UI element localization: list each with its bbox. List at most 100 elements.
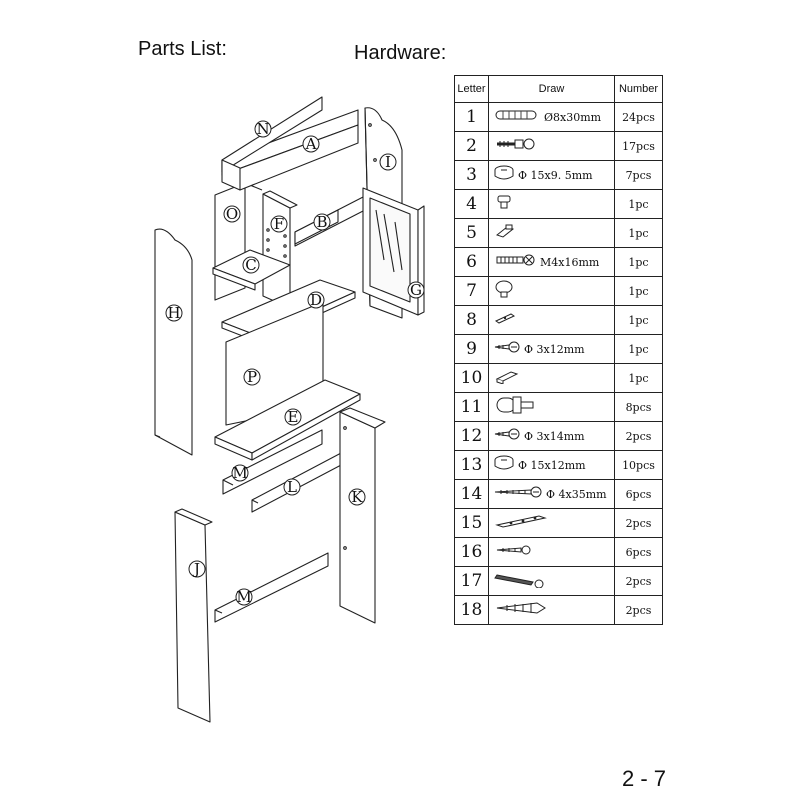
long-screw-icon: [493, 485, 543, 503]
hardware-count: 8pcs: [614, 392, 663, 422]
bolt-screw-icon: [493, 253, 537, 272]
hardware-count: 2pcs: [614, 508, 663, 538]
cam-bolt-icon: [493, 137, 537, 156]
hardware-count: 1pc: [614, 247, 663, 277]
knob-icon: [493, 279, 515, 304]
hardware-drawing: [488, 189, 615, 219]
hardware-count: 10pcs: [614, 450, 663, 480]
hardware-drawing: Φ 3x14mm: [488, 421, 615, 451]
part-label: E: [288, 408, 299, 426]
hardware-count: 24pcs: [614, 102, 663, 132]
hardware-spec: Φ 15x12mm: [518, 458, 586, 472]
angled-support-icon: [493, 223, 517, 244]
hardware-letter: 14: [454, 479, 489, 509]
hardware-count: 1pc: [614, 363, 663, 393]
part-label: H: [167, 304, 180, 322]
hardware-count: 6pcs: [614, 479, 663, 509]
part-label: P: [247, 368, 257, 386]
hardware-letter: 3: [454, 160, 489, 190]
part-label: O: [226, 205, 238, 223]
hardware-spec: Ø8x30mm: [544, 110, 602, 124]
hardware-drawing: Φ 4x35mm: [488, 479, 615, 509]
screw-icon: [493, 340, 521, 358]
hardware-letter: 9: [454, 334, 489, 364]
hardware-heading: Hardware:: [354, 42, 447, 64]
hardware-drawing: Φ 15x12mm: [488, 450, 615, 480]
hardware-drawing: [488, 392, 615, 422]
part-label: I: [385, 153, 391, 171]
column-header-letter: Letter: [454, 75, 489, 103]
column-header-number: Number: [614, 75, 663, 103]
panel-n-a: [221, 96, 359, 191]
shelf-support-icon: [493, 194, 515, 215]
hardware-letter: 1: [454, 102, 489, 132]
hardware-row: 13 Φ 15x12mm 10pcs: [454, 450, 663, 480]
hardware-drawing: Φ 3x12mm: [488, 334, 615, 364]
cam-lock-icon: [493, 164, 515, 187]
hardware-row: 5 1pc: [454, 218, 663, 248]
hardware-drawing: [488, 276, 615, 306]
hardware-letter: 11: [454, 392, 489, 422]
part-label: M: [236, 588, 251, 606]
hardware-spec: Φ 3x14mm: [524, 429, 585, 443]
catch-plate-icon: [493, 311, 517, 330]
hardware-letter: 12: [454, 421, 489, 451]
hardware-drawing: [488, 537, 615, 567]
magnetic-catch-icon: [493, 368, 521, 389]
hardware-row: 11 8pcs: [454, 392, 663, 422]
hardware-letter: 5: [454, 218, 489, 248]
column-header-draw: Draw: [488, 75, 615, 103]
hardware-row: 6 M4x16mm 1pc: [454, 247, 663, 277]
panel-k: [339, 407, 386, 624]
hardware-letter: 2: [454, 131, 489, 161]
panel-m-top: [222, 429, 323, 495]
parts-list-heading: Parts List:: [138, 38, 227, 60]
hardware-count: 1pc: [614, 276, 663, 306]
metal-bracket-icon: [493, 513, 549, 534]
part-label: B: [316, 213, 327, 231]
hardware-row: 1 Ø8x30mm 24pcs: [454, 102, 663, 132]
page-number: 2 - 7: [622, 766, 667, 791]
hardware-row: 2 17pcs: [454, 131, 663, 161]
panel-h: [154, 228, 193, 456]
panel-m-bottom: [214, 552, 329, 623]
hardware-count: 6pcs: [614, 537, 663, 567]
hardware-count: 1pc: [614, 218, 663, 248]
hardware-drawing: [488, 305, 615, 335]
hardware-letter: 6: [454, 247, 489, 277]
panel-f: [262, 190, 298, 309]
hardware-drawing: Ø8x30mm: [488, 102, 615, 132]
part-label: G: [410, 281, 422, 299]
hardware-drawing: [488, 595, 615, 625]
hardware-row: 8 1pc: [454, 305, 663, 335]
shelf-pin-icon: [493, 394, 537, 421]
hardware-count: 2pcs: [614, 595, 663, 625]
hardware-letter: 13: [454, 450, 489, 480]
part-label: J: [192, 560, 200, 578]
hardware-count: 1pc: [614, 305, 663, 335]
part-label: K: [351, 488, 363, 506]
hardware-count: 17pcs: [614, 131, 663, 161]
hardware-table-header: Letter Draw Number: [454, 75, 663, 103]
hardware-letter: 18: [454, 595, 489, 625]
cam-dowel-icon: [493, 108, 541, 127]
hardware-spec: M4x16mm: [540, 255, 600, 269]
panel-j: [174, 508, 213, 723]
part-label: C: [245, 256, 256, 274]
hardware-letter: 17: [454, 566, 489, 596]
hardware-drawing: [488, 566, 615, 596]
wall-anchor-icon: [493, 599, 549, 622]
hardware-letter: 8: [454, 305, 489, 335]
hardware-drawing: [488, 363, 615, 393]
hardware-spec: Φ 3x12mm: [524, 342, 585, 356]
